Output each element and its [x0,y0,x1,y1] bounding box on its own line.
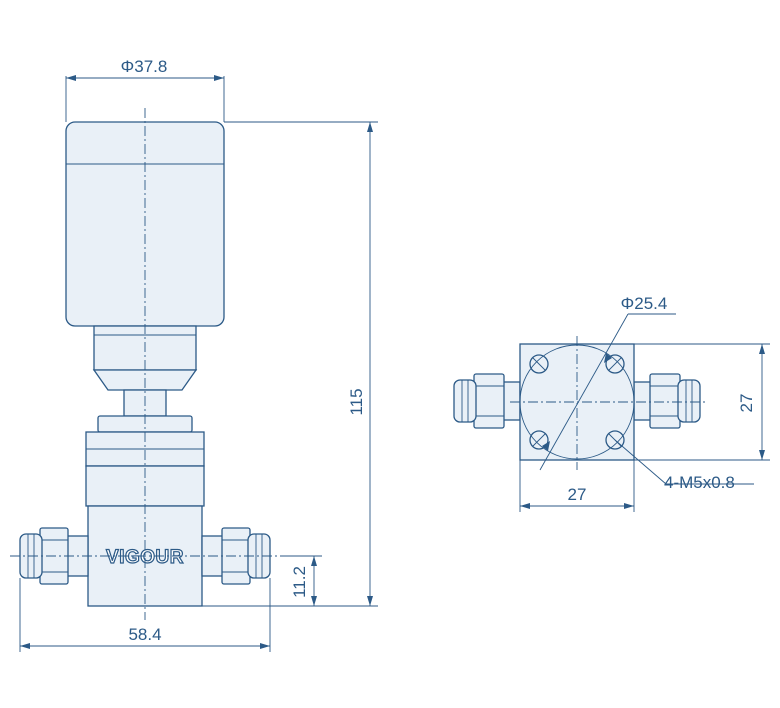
dim-overall-height: 115 [202,121,378,607]
dim-port-height: 11.2 [282,555,322,606]
front-view: VIGOUR [10,108,282,620]
top-left-fitting [453,373,521,429]
side-width-label: 27 [568,485,587,504]
logo-text: VIGOUR [106,547,184,568]
overall-height-label: 115 [347,388,366,415]
dim-cap-diameter: Φ37.8 [65,57,225,122]
dim-top-height: 27 [634,343,770,461]
top-view [453,313,754,485]
overall-width-label: 58.4 [128,625,161,644]
side-height-label: 27 [737,394,756,413]
circle-diameter-label: Φ25.4 [621,294,668,313]
dim-top-width: 27 [519,460,635,512]
dim-overall-width: 58.4 [19,578,271,652]
top-right-fitting [633,373,701,429]
port-height-label: 11.2 [290,566,309,598]
cap-diameter-label: Φ37.8 [121,57,168,76]
thread-label: 4-M5x0.8 [664,473,735,492]
